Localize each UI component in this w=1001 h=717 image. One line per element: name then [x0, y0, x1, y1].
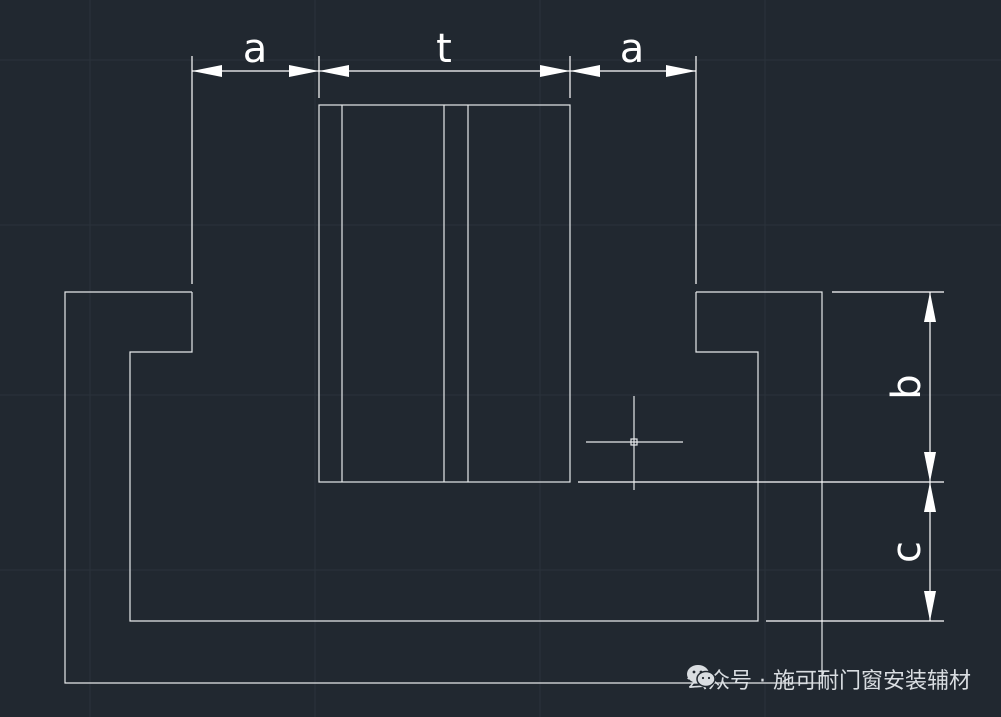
dimension-label-t: t: [436, 26, 452, 72]
watermark: 公众号 · 施可耐门窗安装辅材: [686, 663, 971, 695]
wechat-icon: [687, 665, 716, 688]
outer-profile-line: [64, 291, 823, 684]
dimension-arrow: [319, 65, 349, 77]
dimension-arrow: [289, 65, 319, 77]
dimension-label-b: b: [884, 374, 930, 399]
cad-crosshair-cursor: [586, 396, 683, 490]
dimension-label-a-left: a: [243, 26, 268, 72]
dimension-arrow: [924, 591, 936, 621]
dimension-arrow: [570, 65, 600, 77]
dimension-arrow: [192, 65, 222, 77]
dimension-label-a-right: a: [620, 26, 645, 72]
dimension-arrow: [924, 292, 936, 322]
dimension-arrow: [666, 65, 696, 77]
inner-profile-line: [129, 292, 759, 622]
dimension-arrow: [540, 65, 570, 77]
watermark-text: 公众号 · 施可耐门窗安装辅材: [686, 669, 971, 694]
dimension-arrow: [924, 452, 936, 482]
dimension-arrow: [924, 482, 936, 512]
dimension-label-c: c: [884, 541, 930, 563]
